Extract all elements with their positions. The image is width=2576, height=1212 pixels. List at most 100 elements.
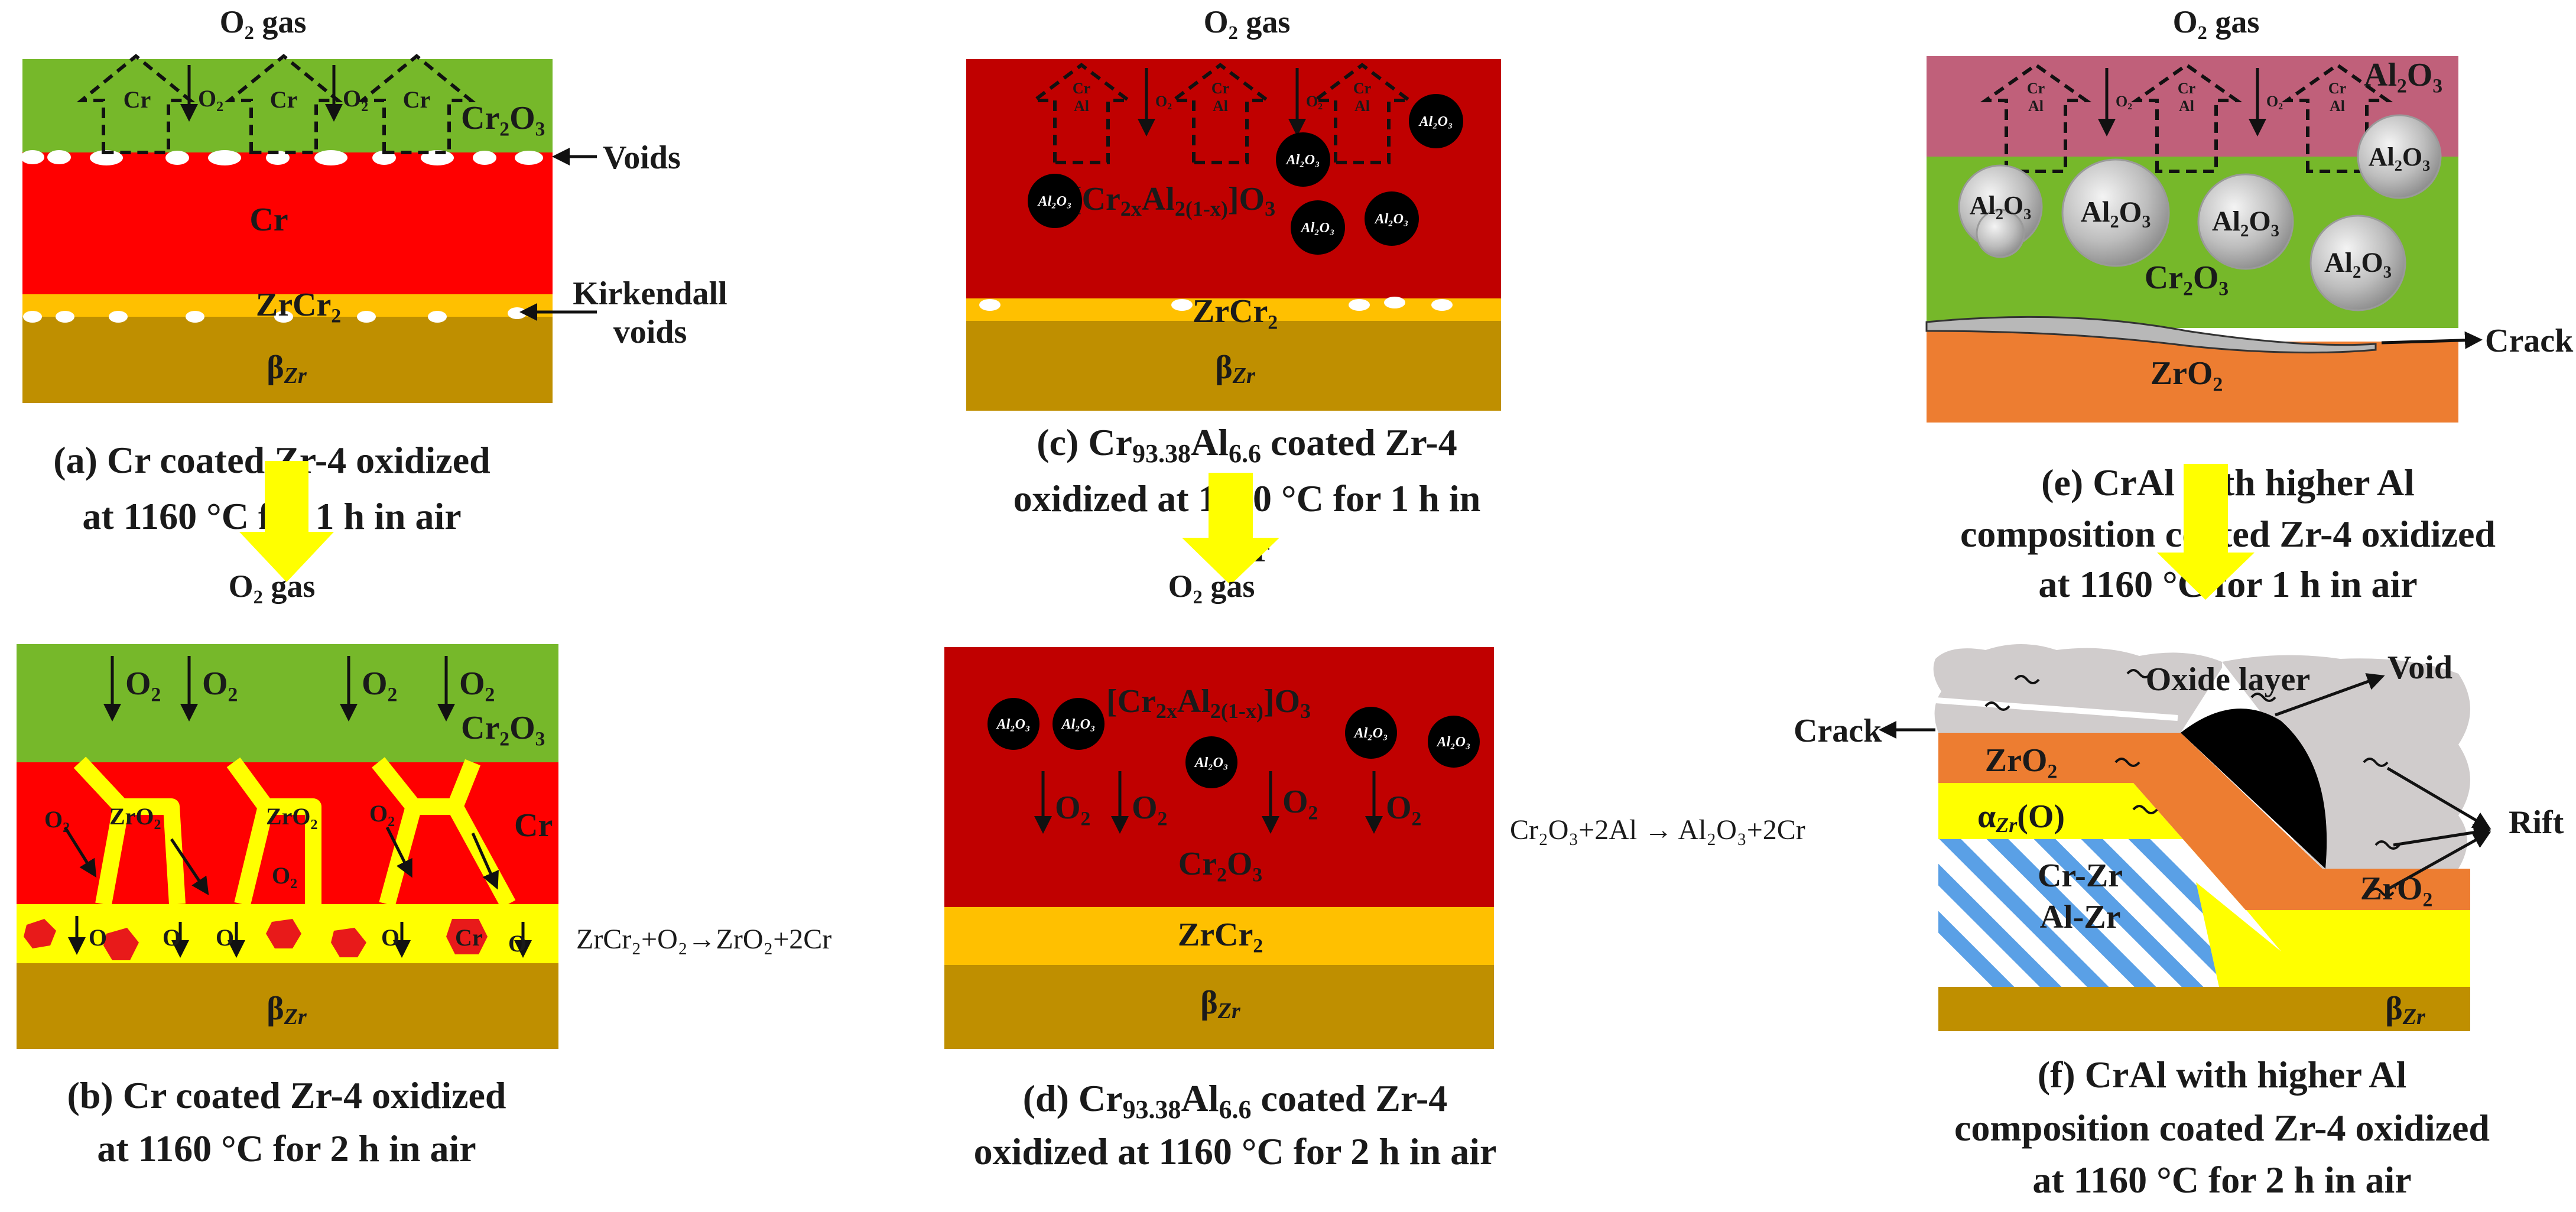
svg-text:Al₂O₃: Al₂O₃: [1061, 717, 1096, 732]
svg-text:Cr: Cr: [1211, 80, 1229, 97]
o2-label-c-1: O₂: [1155, 93, 1172, 110]
o2-label-b-3: O₂: [362, 665, 397, 702]
svg-text:Al: Al: [1074, 98, 1089, 115]
dashed-arrow-c-1: [1029, 63, 1134, 164]
svg-text:Al: Al: [1213, 98, 1228, 115]
dashed-arrow-c-2: [1168, 63, 1273, 164]
arrow-label-a-2: Cr: [270, 86, 298, 113]
o2-label-b-2: O₂: [202, 665, 238, 702]
layer-label-d-yellow: ZrCr₂: [1178, 917, 1263, 953]
svg-text:Al₂O₃: Al₂O₃: [2212, 206, 2279, 237]
layer-base-d: [944, 965, 1494, 1049]
dashed-arrow-a-2: [224, 54, 343, 154]
cr-small-label-b: Cr: [455, 924, 483, 951]
o-label-b-3: O: [216, 924, 234, 951]
o-label-b-2: O: [163, 924, 181, 951]
svg-text:Al₂O₃: Al₂O₃: [1436, 735, 1471, 750]
o2-label-d-1: O₂: [1055, 789, 1090, 826]
al2o3-particles-e: Al₂O₃ Al₂O₃ Al₂O₃ Al₂O₃ Al₂O₃: [1958, 114, 2442, 311]
layer-alpha-f: [1938, 783, 2470, 951]
oxide-layer-f-left: [1933, 644, 2222, 733]
o2-label-e-1: O₂: [2116, 93, 2132, 110]
o-label-b-4: O: [381, 924, 399, 951]
crack-label-e: Crack: [2485, 323, 2574, 359]
panel-e: O₂ gas Cr Al Cr Al Cr Al O₂ O₂ Al₂O₃ Al₂…: [1925, 4, 2574, 605]
gas-label-b: O₂ gas: [229, 568, 316, 604]
reaction-b: ZrCr₂+O₂→ZrO₂+2Cr: [576, 924, 831, 955]
caption-f-2: composition coated Zr-4 oxidized: [1954, 1107, 2490, 1149]
svg-text:Al₂O₃: Al₂O₃: [1374, 212, 1409, 227]
oxide-layer-f-right: [2222, 655, 2470, 869]
void-label-f: Void: [2387, 649, 2452, 686]
gas-label-d: O₂ gas: [1168, 568, 1255, 604]
layer-green-b: [17, 644, 558, 762]
void-pointer-f: [2275, 673, 2385, 717]
transition-arrow-ab: [239, 461, 334, 582]
voids-c: [979, 297, 1453, 311]
caption-b-2: at 1160 °C for 2 h in air: [97, 1127, 476, 1169]
kirkendall-label-1: Kirkendall: [573, 275, 727, 312]
layer-label-b-green: Cr₂O₃: [461, 710, 545, 746]
caption-c-1: (c) Cr93.38Al6.6 coated Zr-4: [1037, 421, 1457, 468]
layer-label-e-green: Cr₂O₃: [2145, 259, 2229, 296]
gas-label-a: O₂ gas: [220, 4, 307, 40]
arrow-labels-c: Cr Al Cr Al Cr Al: [1073, 80, 1371, 115]
transition-arrow-cd: [1182, 473, 1279, 585]
panel-b: O₂ gas O₂ O₂ O₂ O₂ Cr₂O₃ ZrO₂ ZrO₂ O₂ O₂…: [17, 568, 831, 1169]
arrow-labels-e: Cr Al Cr Al Cr Al: [2027, 80, 2346, 115]
caption-d-1: (d) Cr93.38Al6.6 coated Zr-4: [1023, 1077, 1448, 1124]
svg-text:Al₂O₃: Al₂O₃: [1970, 191, 2032, 220]
layer-yellow-d: [944, 907, 1494, 965]
dashed-arrow-a-1: [76, 54, 196, 154]
dashed-arrow-e-2: [2130, 63, 2243, 173]
matrix-label-d: [Cr2xAl2(1-x)]O3: [1106, 683, 1311, 723]
crzr-label-f: Cr-Zr: [2038, 857, 2123, 894]
al2o3-particles-d: Al₂O₃ Al₂O₃ Al₂O₃ Al₂O₃ Al₂O₃: [987, 698, 1480, 788]
al2o3-particles-c: Al₂O₃ Al₂O₃ Al₂O₃ Al₂O₃ Al₂O₃: [1028, 94, 1463, 255]
svg-text:Cr: Cr: [2178, 80, 2195, 97]
svg-text:Cr: Cr: [1353, 80, 1371, 97]
o2-label-a-1: O₂: [198, 85, 223, 112]
panel-a: O₂ gas Cr Cr Cr O₂ O₂ Cr₂O₃ Cr: [21, 4, 727, 537]
o2-inner-b-3: O₂: [369, 800, 395, 827]
svg-text:Al: Al: [2028, 98, 2044, 115]
cr-label-b: Cr: [514, 807, 553, 844]
o2-label-b-4: O₂: [459, 665, 495, 702]
svg-text:Al₂O₃: Al₂O₃: [2081, 195, 2151, 228]
transition-arrow-ef: [2157, 464, 2255, 600]
o-label-b-1: O: [89, 924, 107, 951]
layer-label-a-yellow: ZrCr₂: [256, 287, 341, 323]
o2-inner-b-2: O₂: [272, 862, 297, 889]
panel-d: O₂ gas [Cr2xAl2(1-x)]O3 Al₂O₃ Al₂O₃ Al₂O…: [944, 568, 1805, 1172]
alpha-label-f: αZr(O): [1977, 798, 2065, 837]
caption-d-2: oxidized at 1160 °C for 2 h in air: [974, 1130, 1497, 1172]
svg-text:Al₂O₃: Al₂O₃: [1418, 114, 1453, 129]
layer-label-d-red: Cr₂O₃: [1178, 846, 1262, 882]
oxide-layer-label-f: Oxide layer: [2146, 661, 2310, 698]
layer-yellow-c: [966, 298, 1501, 321]
arrow-label-a-1: Cr: [124, 86, 151, 113]
panel-c: O₂ gas Cr Al Cr Al Cr Al O₂ O₂ [Cr2xAl2(…: [966, 4, 1501, 570]
svg-text:Al₂O₃: Al₂O₃: [1037, 194, 1072, 209]
diffusion-arrows-b: [63, 826, 532, 958]
matrix-label-c: [Cr2xAl2(1-x)]O3: [1071, 181, 1275, 220]
layer-label-c-yellow: ZrCr₂: [1193, 293, 1278, 330]
svg-text:Cr: Cr: [2027, 80, 2045, 97]
svg-text:Cr: Cr: [2328, 80, 2346, 97]
dashed-arrow-e-1: [1980, 63, 2092, 173]
zro2-label-b-2: ZrO₂: [266, 803, 318, 830]
svg-text:Al₂O₃: Al₂O₃: [2324, 247, 2392, 278]
gas-label-c: O₂ gas: [1204, 4, 1291, 40]
zro2-label-f-1: ZrO₂: [1985, 742, 2058, 779]
o-label-b-5: O: [508, 930, 527, 957]
svg-text:Al₂O₃: Al₂O₃: [1353, 726, 1388, 741]
zro2-label-b-1: ZrO₂: [109, 803, 161, 830]
voids-a: [21, 150, 543, 323]
layer-base-a: [22, 317, 553, 403]
layer-label-a-green: Cr₂O₃: [461, 100, 545, 137]
o2-label-b-1: O₂: [125, 665, 161, 702]
crack-line-f: [1935, 697, 2178, 721]
o2-label-d-3: O₂: [1282, 784, 1318, 820]
svg-text:Al: Al: [2330, 98, 2345, 115]
layer-base-c: [966, 321, 1501, 411]
